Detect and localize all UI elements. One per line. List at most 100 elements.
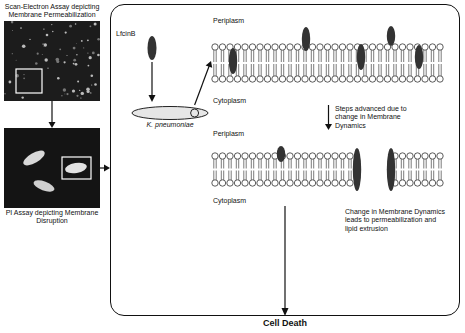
lipid-head (414, 153, 420, 159)
lipid-tail (393, 50, 394, 62)
lipid-tail (268, 64, 269, 76)
micrograph-speck (56, 57, 60, 61)
lipid-tail (291, 64, 292, 76)
lipid-tail (266, 50, 267, 62)
outcome-label: Cell Death (111, 318, 459, 329)
lipid-head (347, 76, 353, 82)
lipid-tail (401, 171, 402, 181)
peptide-molecule (229, 48, 237, 74)
lipid-head (287, 180, 293, 186)
lipid-tail (373, 64, 374, 76)
micrograph-speck (46, 33, 49, 36)
lipid-tail (306, 50, 307, 62)
lipid-head (257, 44, 263, 50)
lipid-head (399, 180, 405, 186)
lipid-tail (298, 159, 299, 169)
lipid-tail (243, 50, 244, 62)
lipid-head (279, 180, 285, 186)
lipid-tail (403, 159, 404, 169)
lipid-head (302, 180, 308, 186)
lipid-tail (311, 159, 312, 169)
lipid-tail (306, 171, 307, 181)
lipid-tail (326, 159, 327, 169)
lipid-tail (223, 64, 224, 76)
lipid-head (317, 153, 323, 159)
lipid-tail (403, 171, 404, 181)
lipid-tail (433, 50, 434, 62)
lipid-tail (288, 159, 289, 169)
lipid-tail (321, 159, 322, 169)
compartment-label: Periplasm (211, 130, 244, 138)
peptide-molecule (353, 148, 361, 191)
lipid-head (294, 44, 300, 50)
lipid-tail (296, 64, 297, 76)
lipid-tail (281, 64, 282, 76)
micrograph-speck (75, 23, 77, 25)
micrograph-panel: PI Assay depicting Membrane Disruption (4, 128, 100, 227)
lipid-tail (273, 159, 274, 169)
lipid-tail (268, 159, 269, 169)
lipid-tail (321, 50, 322, 62)
lipid-tail (266, 64, 267, 76)
lipid-tail (246, 159, 247, 169)
lipid-tail (411, 159, 412, 169)
lipid-head (309, 153, 315, 159)
membrane-bilayer: PeriplasmCytoplasm (211, 130, 446, 205)
lipid-tail (426, 50, 427, 62)
lipid-tail (213, 171, 214, 181)
micrograph-speck (80, 97, 81, 98)
micrograph-speck (22, 96, 24, 98)
lipid-head (272, 44, 278, 50)
lipid-head (407, 153, 413, 159)
lipid-tail (238, 50, 239, 62)
micrograph-speck (63, 88, 66, 91)
lipid-tail (343, 159, 344, 169)
lipid-head (437, 153, 443, 159)
lipid-head (369, 76, 375, 82)
lipid-tail (216, 50, 217, 62)
lipid-tail (253, 171, 254, 181)
micrograph-speck (94, 22, 97, 25)
lipid-head (437, 180, 443, 186)
lipid-head (377, 44, 383, 50)
micrograph-speck (47, 67, 48, 68)
lipid-tail (246, 50, 247, 62)
lipid-tail (258, 50, 259, 62)
lipid-head (257, 76, 263, 82)
micrograph-speck (97, 38, 100, 41)
micrograph-speck (76, 54, 77, 55)
micrograph-speck (76, 94, 78, 96)
micrograph-speck (87, 52, 88, 53)
lipid-head (279, 44, 285, 50)
micrograph-speck (12, 53, 13, 54)
lipid-tail (238, 171, 239, 181)
lipid-head (234, 44, 240, 50)
lipid-head (219, 180, 225, 186)
lipid-tail (268, 50, 269, 62)
lipid-head (422, 180, 428, 186)
lipid-tail (313, 159, 314, 169)
bacterium-body (132, 107, 208, 120)
lipid-tail (351, 50, 352, 62)
lipid-tail (318, 64, 319, 76)
lipid-tail (416, 159, 417, 169)
lipid-tail (378, 64, 379, 76)
lipid-head (212, 153, 218, 159)
lipid-head (339, 153, 345, 159)
peptide-molecule (415, 45, 423, 69)
highlight-box (62, 157, 91, 179)
micrograph-speck (66, 93, 68, 95)
lipid-tail (336, 159, 337, 169)
lipid-tail (221, 171, 222, 181)
lipid-tail (423, 50, 424, 62)
micrograph-speck (75, 63, 78, 66)
lipid-tail (258, 159, 259, 169)
micrograph-speck (12, 30, 13, 31)
lipid-tail (238, 159, 239, 169)
micrograph-speck (4, 93, 6, 95)
lipid-head (287, 153, 293, 159)
micrograph-speck (64, 93, 66, 95)
micrograph-speck (37, 52, 39, 54)
lipid-head (294, 180, 300, 186)
lipid-head (249, 153, 255, 159)
